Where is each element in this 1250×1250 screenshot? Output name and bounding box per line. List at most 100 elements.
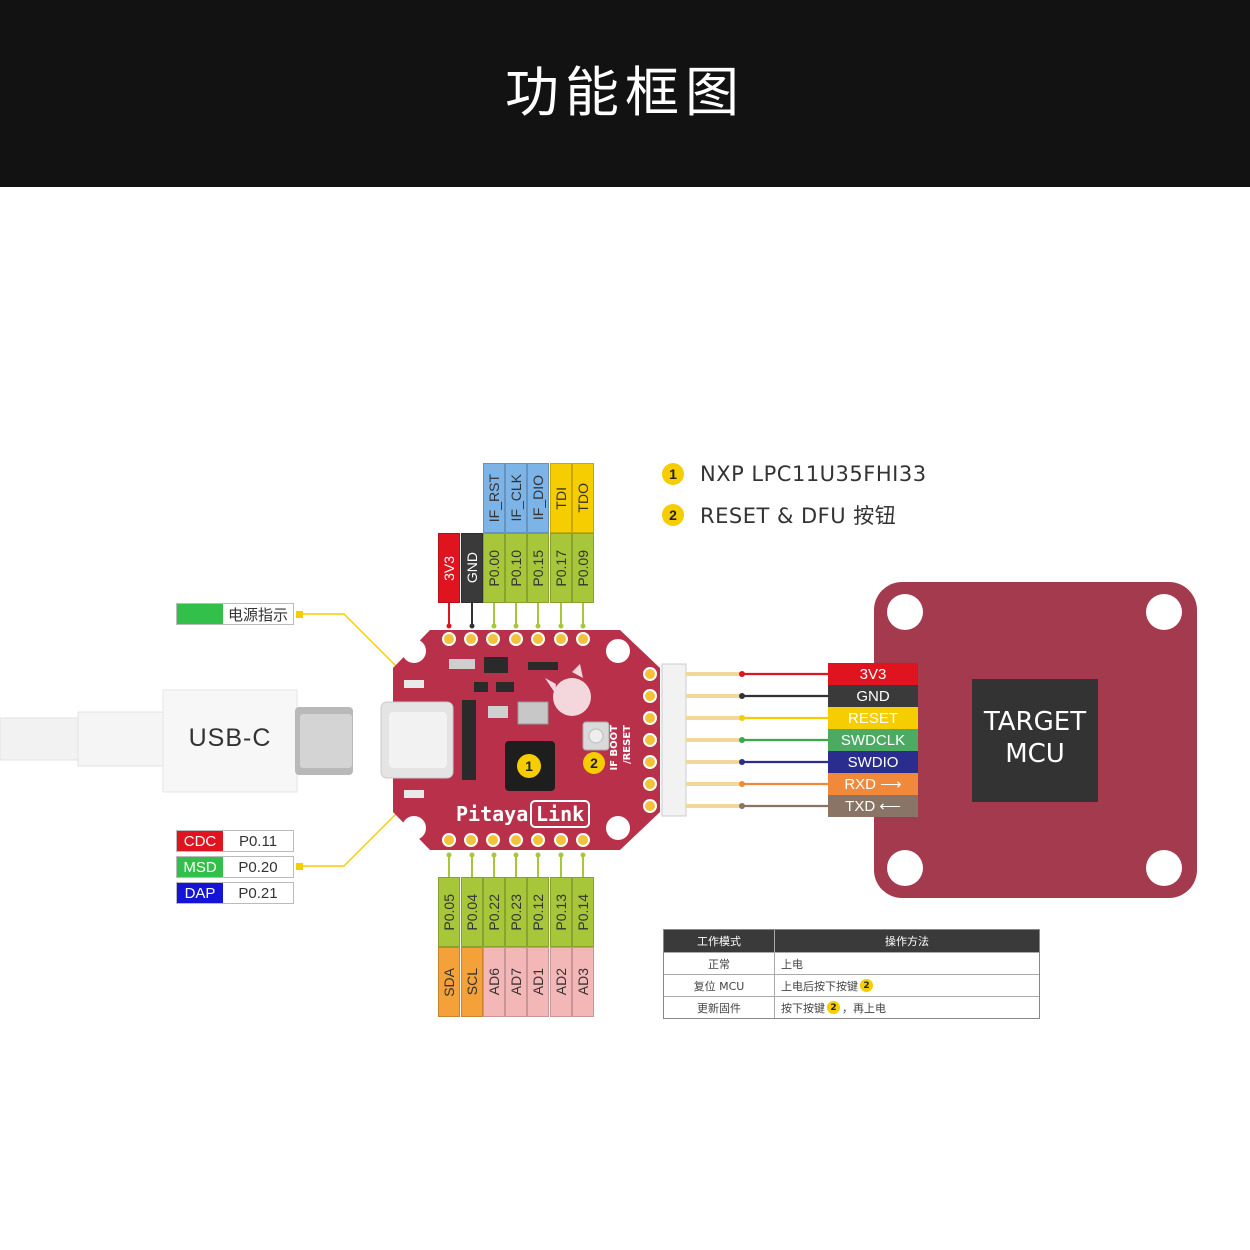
mounting-hole bbox=[887, 850, 923, 886]
header-pin bbox=[686, 716, 740, 720]
header-pin bbox=[686, 694, 740, 698]
number-badge: 2 bbox=[860, 979, 873, 992]
top-pin-alt-label: TDO bbox=[572, 463, 594, 533]
pin-stub-dot bbox=[446, 623, 452, 629]
bottom-pin-alt-label: AD6 bbox=[483, 947, 505, 1017]
led-pin: P0.20 bbox=[223, 857, 293, 877]
top-pin-label: P0.17 bbox=[550, 533, 572, 603]
status-led-cdc: CDC P0.11 bbox=[176, 830, 294, 852]
target-label-line2: MCU bbox=[1005, 739, 1065, 769]
method-text: 按下按键 bbox=[781, 1001, 825, 1015]
connector-signal-label: GND bbox=[828, 685, 918, 707]
pin-stub-dot bbox=[513, 623, 519, 629]
table-row: 更新固件 按下按键 2 ，再上电 bbox=[664, 996, 1039, 1018]
bottom-pin-label: P0.23 bbox=[505, 877, 527, 947]
mounting-hole bbox=[606, 816, 630, 840]
table-cell-method: 按下按键 2 ，再上电 bbox=[775, 997, 1039, 1018]
top-pin-label: P0.09 bbox=[572, 533, 594, 603]
table-cell-mode: 正常 bbox=[664, 953, 775, 974]
legend-text: RESET & DFU 按钮 bbox=[700, 504, 897, 528]
button-badge: 2 bbox=[583, 752, 605, 774]
led-name: MSD bbox=[177, 857, 223, 877]
usb-c-label: USB-C bbox=[188, 724, 272, 752]
led-pin: P0.21 bbox=[223, 883, 293, 903]
target-label-line1: TARGET bbox=[983, 707, 1087, 737]
table-cell-method: 上电 bbox=[781, 957, 803, 971]
connector-signal-label: RESET bbox=[828, 707, 918, 729]
wire-dot bbox=[739, 781, 745, 787]
led-name: DAP bbox=[177, 883, 223, 903]
pin-stub-dot bbox=[446, 852, 452, 858]
bottom-pin-alt-label: AD1 bbox=[527, 947, 549, 1017]
table-cell-mode: 复位 MCU bbox=[664, 975, 775, 996]
pin-stub-dot bbox=[580, 623, 586, 629]
swd-connector bbox=[661, 663, 687, 817]
status-led-dap: DAP P0.21 bbox=[176, 882, 294, 904]
wire-dot bbox=[739, 693, 745, 699]
page-title: 功能框图 bbox=[505, 61, 745, 124]
bottom-pin-alt-label: AD2 bbox=[550, 947, 572, 1017]
mounting-hole bbox=[887, 594, 923, 630]
pitaya-link-board bbox=[380, 630, 687, 850]
number-badge: 2 bbox=[662, 504, 684, 526]
top-pin-alt-label: IF_DIO bbox=[527, 463, 549, 533]
top-pin-label: 3V3 bbox=[438, 533, 460, 603]
mode-table: 工作模式 操作方法 正常 上电 复位 MCU 上电后按下按键 2 更新固件 按下… bbox=[663, 929, 1040, 1019]
board-silkscreen-boot: IF BOOT bbox=[609, 725, 620, 771]
swd-wires bbox=[686, 671, 828, 809]
top-pin-label: P0.00 bbox=[483, 533, 505, 603]
pin-stub-dot bbox=[535, 852, 541, 858]
number-badge: 2 bbox=[827, 1001, 840, 1014]
wire-dot bbox=[739, 715, 745, 721]
legend-item-button: 2 RESET & DFU 按钮 bbox=[662, 500, 896, 530]
connector-signal-label: RXD ⟶ bbox=[828, 773, 918, 795]
status-led-msd: MSD P0.20 bbox=[176, 856, 294, 878]
wire-dot bbox=[739, 759, 745, 765]
usb-cable bbox=[0, 689, 353, 793]
status-led-leader bbox=[300, 795, 415, 867]
header-pin bbox=[686, 760, 740, 764]
led-pin: P0.11 bbox=[223, 831, 293, 851]
pitaya-logo bbox=[553, 678, 591, 716]
target-label: TARGET MCU bbox=[972, 706, 1098, 770]
header-pin bbox=[686, 782, 740, 786]
bottom-pin-label: P0.12 bbox=[527, 877, 549, 947]
header-pin bbox=[686, 738, 740, 742]
pin-stub-dot bbox=[469, 623, 475, 629]
top-pin-label: P0.10 bbox=[505, 533, 527, 603]
connector-signal-label: 3V3 bbox=[828, 663, 918, 685]
pin-stub-dot bbox=[558, 623, 564, 629]
pin-stub-dot bbox=[580, 852, 586, 858]
top-pin-stubs bbox=[446, 603, 586, 629]
top-pin-label: GND bbox=[461, 533, 483, 603]
target-mcu-chip bbox=[972, 679, 1098, 802]
power-led-leader bbox=[300, 613, 415, 685]
mounting-hole bbox=[1146, 850, 1182, 886]
bottom-pin-label: P0.13 bbox=[550, 877, 572, 947]
board-silkscreen-reset: /RESET bbox=[622, 725, 633, 765]
method-text: ，再上电 bbox=[842, 1001, 886, 1015]
bottom-pin-alt-label: SDA bbox=[438, 947, 460, 1017]
power-indicator-label: 电源指示 bbox=[223, 604, 293, 624]
table-row: 复位 MCU 上电后按下按键 2 bbox=[664, 974, 1039, 996]
led-name: CDC bbox=[177, 831, 223, 851]
top-pin-alt-label: TDI bbox=[550, 463, 572, 533]
bottom-pin-label: P0.05 bbox=[438, 877, 460, 947]
bottom-pin-label: P0.04 bbox=[461, 877, 483, 947]
wire-dot bbox=[739, 803, 745, 809]
table-cell-mode: 更新固件 bbox=[664, 997, 775, 1018]
target-board bbox=[874, 582, 1197, 898]
board-brand: Pitaya bbox=[456, 802, 529, 826]
pin-stub-dot bbox=[535, 623, 541, 629]
bottom-pin-alt-label: AD7 bbox=[505, 947, 527, 1017]
wire-dot bbox=[739, 671, 745, 677]
bottom-pin-alt-label: AD3 bbox=[572, 947, 594, 1017]
bottom-pin-label: P0.14 bbox=[572, 877, 594, 947]
header-pin bbox=[686, 672, 740, 676]
table-cell-method: 上电后按下按键 2 bbox=[775, 975, 1039, 996]
mounting-hole bbox=[402, 639, 426, 663]
power-indicator-tag: 电源指示 bbox=[176, 603, 294, 625]
power-indicator-swatch bbox=[177, 604, 223, 624]
legend-item-chip: 1 NXP LPC11U35FHI33 bbox=[662, 462, 927, 486]
